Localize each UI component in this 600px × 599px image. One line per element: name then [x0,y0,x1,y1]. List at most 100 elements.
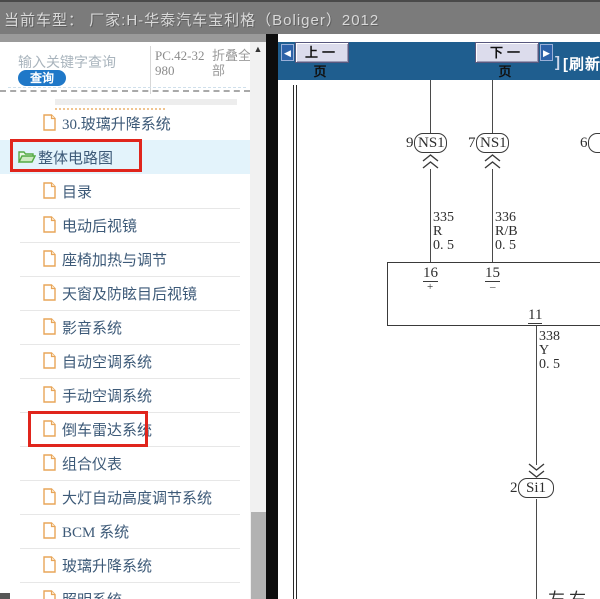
document-icon [42,420,57,437]
document-icon [42,590,57,599]
sidebar-item-label: 手动空调系统 [62,389,153,405]
double-chevron-up-icon [422,154,439,169]
sidebar-item-3[interactable]: 电动后视镜 [0,208,250,242]
wire-label-338: 338 Y 0. 5 [539,329,560,372]
sidebar-item-label: 座椅加热与调节 [62,253,168,269]
sidebar-item-label: 组合仪表 [62,457,123,473]
pin-15: 15 [485,265,500,282]
sidebar-item-10[interactable]: 组合仪表 [0,446,250,480]
document-icon [42,216,57,233]
prev-arrow-icon[interactable]: ◀ [281,44,294,61]
collapse-all-button[interactable]: 折叠全部 [212,48,252,78]
document-icon [42,488,57,505]
sidebar-item-label: 玻璃升降系统 [62,559,153,575]
scrollbar-up-arrow-icon[interactable]: ▲ [253,44,263,54]
pin-16: 16 [423,265,438,282]
document-icon [42,454,57,471]
document-icon [42,522,57,539]
sidebar-item-14[interactable]: 照明系统 [0,582,250,599]
panel-separator [266,34,278,599]
sidebar: 输入关键字查询 查询 PC.42-32980 折叠全部 30.玻璃升降系统 整体… [0,42,266,599]
document-icon [42,318,57,335]
sidebar-item-label: 天窗及防眩目后视镜 [62,287,198,303]
wire-335 [430,80,431,134]
sidebar-item-6[interactable]: 影音系统 [0,310,250,344]
pin-16-sign: + [427,281,434,293]
sidebar-item-label: 影音系统 [62,321,123,337]
divider-strip [55,99,237,105]
sidebar-item-label: 整体电路图 [38,151,114,167]
document-icon [42,114,57,131]
connector-pin: 9 [406,135,414,151]
pin-11: 11 [528,307,543,324]
sidebar-item-9[interactable]: 倒车雷达系统 [0,412,250,446]
current-vehicle-label: 当前车型： 厂家:H-华泰汽车宝利格（Boliger）2012 [4,12,380,29]
wire-label-336: 336 R/B 0. 5 [495,210,518,253]
page-border-line [296,85,297,599]
sidebar-item-12[interactable]: BCM 系统 [0,514,250,548]
viewer-header: ◀ 上一页 下一页 ▶ ] [刷新当 [278,42,600,80]
connector-NS1: NS1 [476,133,509,153]
prev-page-button[interactable]: 上一页 [295,42,349,79]
sidebar-item-label: 电动后视镜 [62,219,138,235]
sidebar-item-2[interactable]: 目录 [0,174,250,208]
connector-Si1: Si1 [518,478,554,498]
component-box [387,262,600,326]
sidebar-item-1[interactable]: 整体电路图 [0,140,250,174]
refresh-page-link[interactable]: [刷新当 [563,56,600,73]
sidebar-scrollbar[interactable] [250,42,266,599]
wire-338 [536,499,537,599]
sidebar-item-label: BCM 系统 [62,525,130,541]
page-border-line [293,85,294,599]
sidebar-item-11[interactable]: 大灯自动高度调节系统 [0,480,250,514]
sidebar-item-label: 目录 [62,185,93,201]
connector-S1-clipped: S1 [588,133,600,153]
sidebar-item-7[interactable]: 自动空调系统 [0,344,250,378]
connector-pin: 6 [580,135,588,151]
document-icon [42,386,57,403]
sidebar-item-label: 倒车雷达系统 [62,423,153,439]
wire-336 [492,80,493,134]
title-bar: 当前车型： 厂家:H-华泰汽车宝利格（Boliger）2012 [0,0,600,34]
sidebar-item-8[interactable]: 手动空调系统 [0,378,250,412]
pc-code-label: PC.42-32980 [155,48,205,78]
sidebar-item-13[interactable]: 玻璃升降系统 [0,548,250,582]
dashed-divider [0,90,250,92]
document-icon [42,250,57,267]
double-chevron-down-icon [528,463,545,478]
wiring-diagram: 9 NS1 335 R 0. 5 7 NS1 336 R [278,80,600,599]
scrollbar-thumb[interactable] [251,512,266,599]
open-folder-icon [17,148,37,165]
search-input[interactable]: 输入关键字查询 [18,54,116,70]
connector-pin: 2 [510,480,518,496]
sidebar-item-label: 30.玻璃升降系统 [62,117,171,133]
wire-336 [492,169,493,262]
sidebar-item-0[interactable]: 30.玻璃升降系统 [0,106,250,140]
corner-chip [0,593,10,599]
dashed-divider-orange [55,108,165,110]
sidebar-item-4[interactable]: 座椅加热与调节 [0,242,250,276]
bracket-glyph: ] [555,54,560,71]
sidebar-item-label: 大灯自动高度调节系统 [62,491,213,507]
document-icon [42,284,57,301]
document-icon [42,556,57,573]
wire-label-335: 335 R 0. 5 [433,210,454,253]
partial-label: 左右 [548,585,590,599]
document-icon [42,352,57,369]
system-tree: 30.玻璃升降系统 整体电路图 目录 电动后视镜 座椅加热与调节 天窗及防眩目后… [0,106,250,599]
next-page-button[interactable]: 下一页 [475,42,539,79]
dashed-divider [8,87,246,88]
wire-338 [536,326,537,465]
wire-335 [430,169,431,262]
sidebar-item-label: 照明系统 [62,589,122,599]
pin-15-sign: – [490,281,496,293]
document-icon [42,182,57,199]
connector-NS1: NS1 [414,133,447,153]
diagram-panel: ◀ 上一页 下一页 ▶ ] [刷新当 9 NS1 335 R 0. 5 [278,34,600,599]
search-button[interactable]: 查询 [18,70,66,86]
sidebar-item-label: 自动空调系统 [62,355,153,371]
double-chevron-up-icon [484,154,501,169]
sidebar-item-5[interactable]: 天窗及防眩目后视镜 [0,276,250,310]
next-arrow-icon[interactable]: ▶ [540,44,553,61]
